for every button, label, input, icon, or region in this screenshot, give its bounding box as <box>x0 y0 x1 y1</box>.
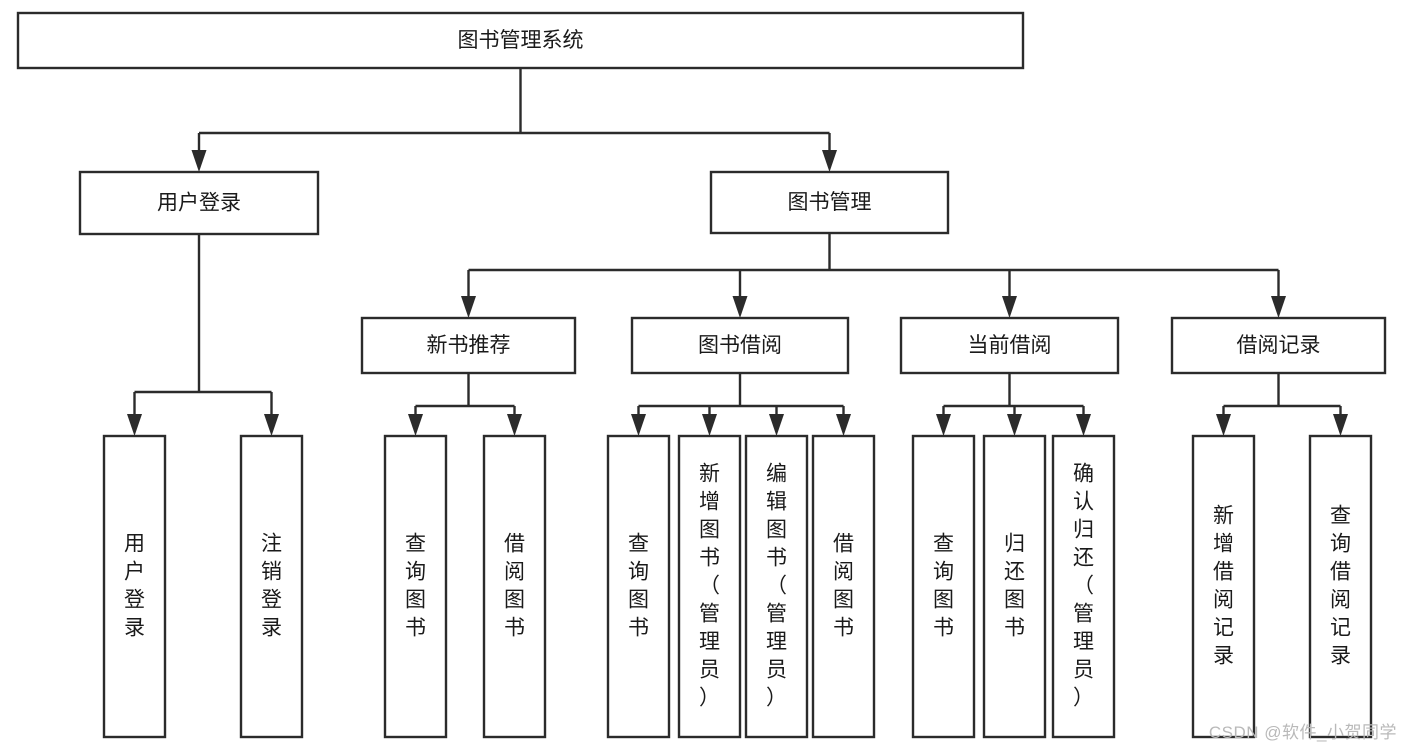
node-label-leaf-user-logout: 注销登录 <box>261 532 282 639</box>
node-box-leaf-return-book <box>982 434 1047 739</box>
node-box-leaf-add-borrow-record <box>1191 434 1256 739</box>
arrow-head-leaf-user-logout <box>264 414 279 436</box>
node-new-book-recommend[interactable]: 新书推荐 <box>360 316 577 375</box>
node-label-root: 图书管理系统 <box>458 29 584 52</box>
node-book-borrow[interactable]: 图书借阅 <box>630 316 850 375</box>
node-leaf-confirm-return[interactable]: 确认归还（管理员） <box>1051 434 1116 739</box>
node-box-leaf-query-book-borrow <box>606 434 671 739</box>
edge-group-root <box>191 68 837 172</box>
node-box-leaf-borrow-book <box>811 434 876 739</box>
arrow-head-book-management <box>822 150 837 172</box>
node-borrow-record[interactable]: 借阅记录 <box>1170 316 1387 375</box>
node-box-book-management <box>709 170 950 235</box>
arrow-head-leaf-return-book <box>1007 414 1022 436</box>
node-label-leaf-confirm-return: 确认归还（管理员） <box>1073 462 1094 709</box>
edge-group-current-borrow <box>936 373 1091 436</box>
node-root[interactable]: 图书管理系统 <box>16 11 1025 70</box>
node-leaf-query-borrow-record[interactable]: 查询借阅记录 <box>1308 434 1373 739</box>
arrow-head-leaf-add-book <box>702 414 717 436</box>
node-leaf-return-book[interactable]: 归还图书 <box>982 434 1047 739</box>
node-label-leaf-borrow-book: 借阅图书 <box>833 532 854 639</box>
arrow-head-current-borrow <box>1002 296 1017 318</box>
arrow-head-leaf-user-login <box>127 414 142 436</box>
edge-group-user-login <box>127 234 279 436</box>
node-label-leaf-edit-book: 编辑图书（管理员） <box>766 462 787 709</box>
node-box-leaf-user-login <box>102 434 167 739</box>
arrow-head-leaf-query-borrow-record <box>1333 414 1348 436</box>
arrow-head-leaf-confirm-return <box>1076 414 1091 436</box>
edge-group-new-book-recommend <box>408 373 522 436</box>
node-box-user-login <box>78 170 320 236</box>
node-box-leaf-user-logout <box>239 434 304 739</box>
connector-layer <box>127 68 1348 436</box>
node-leaf-borrow-book[interactable]: 借阅图书 <box>811 434 876 739</box>
node-label-leaf-return-book: 归还图书 <box>1004 532 1025 639</box>
arrow-head-leaf-query-book-recommend <box>408 414 423 436</box>
node-box-leaf-add-book <box>677 434 742 739</box>
node-label-leaf-user-login: 用户登录 <box>124 532 145 639</box>
node-box-new-book-recommend <box>360 316 577 375</box>
node-label-current-borrow: 当前借阅 <box>968 334 1052 357</box>
arrow-head-user-login <box>191 150 207 172</box>
node-box-leaf-query-book-current <box>911 434 976 739</box>
node-label-leaf-add-borrow-record: 新增借阅记录 <box>1213 504 1234 667</box>
node-user-login[interactable]: 用户登录 <box>78 170 320 236</box>
node-box-borrow-record <box>1170 316 1387 375</box>
arrow-head-leaf-add-borrow-record <box>1216 414 1231 436</box>
node-leaf-borrow-book-recommend[interactable]: 借阅图书 <box>482 434 547 739</box>
node-label-user-login: 用户登录 <box>157 192 241 215</box>
node-leaf-query-book-recommend[interactable]: 查询图书 <box>383 434 448 739</box>
arrow-head-leaf-borrow-book-recommend <box>507 414 522 436</box>
node-label-new-book-recommend: 新书推荐 <box>427 334 511 357</box>
arrow-head-leaf-borrow-book <box>836 414 851 436</box>
node-layer: 图书管理系统用户登录图书管理新书推荐图书借阅当前借阅借阅记录用户登录注销登录查询… <box>16 11 1387 739</box>
arrow-head-book-borrow <box>732 296 748 318</box>
arrow-head-leaf-edit-book <box>769 414 784 436</box>
node-label-borrow-record: 借阅记录 <box>1237 334 1321 357</box>
node-leaf-user-logout[interactable]: 注销登录 <box>239 434 304 739</box>
node-label-book-management: 图书管理 <box>788 191 872 214</box>
node-current-borrow[interactable]: 当前借阅 <box>899 316 1120 375</box>
node-label-leaf-query-book-recommend: 查询图书 <box>405 532 426 639</box>
arrow-head-leaf-query-book-current <box>936 414 951 436</box>
node-leaf-query-book-current[interactable]: 查询图书 <box>911 434 976 739</box>
node-label-leaf-borrow-book-recommend: 借阅图书 <box>504 532 525 639</box>
node-box-root <box>16 11 1025 70</box>
edge-group-book-borrow <box>631 373 851 436</box>
node-box-leaf-confirm-return <box>1051 434 1116 739</box>
node-leaf-add-book[interactable]: 新增图书（管理员） <box>677 434 742 739</box>
node-label-leaf-query-book-current: 查询图书 <box>933 532 954 639</box>
node-box-leaf-edit-book <box>744 434 809 739</box>
arrow-head-borrow-record <box>1271 296 1286 318</box>
node-leaf-user-login[interactable]: 用户登录 <box>102 434 167 739</box>
node-leaf-edit-book[interactable]: 编辑图书（管理员） <box>744 434 809 739</box>
node-label-leaf-query-book-borrow: 查询图书 <box>628 532 649 639</box>
node-box-leaf-query-book-recommend <box>383 434 448 739</box>
node-label-leaf-add-book: 新增图书（管理员） <box>699 462 720 709</box>
arrow-head-new-book-recommend <box>461 296 476 318</box>
node-book-management[interactable]: 图书管理 <box>709 170 950 235</box>
node-leaf-add-borrow-record[interactable]: 新增借阅记录 <box>1191 434 1256 739</box>
node-box-current-borrow <box>899 316 1120 375</box>
edge-group-borrow-record <box>1216 373 1348 436</box>
arrow-head-leaf-query-book-borrow <box>631 414 646 436</box>
edge-group-book-management <box>461 233 1286 318</box>
node-label-leaf-query-borrow-record: 查询借阅记录 <box>1330 504 1351 667</box>
node-box-book-borrow <box>630 316 850 375</box>
node-box-leaf-query-borrow-record <box>1308 434 1373 739</box>
node-label-book-borrow: 图书借阅 <box>698 334 782 357</box>
node-box-leaf-borrow-book-recommend <box>482 434 547 739</box>
node-leaf-query-book-borrow[interactable]: 查询图书 <box>606 434 671 739</box>
